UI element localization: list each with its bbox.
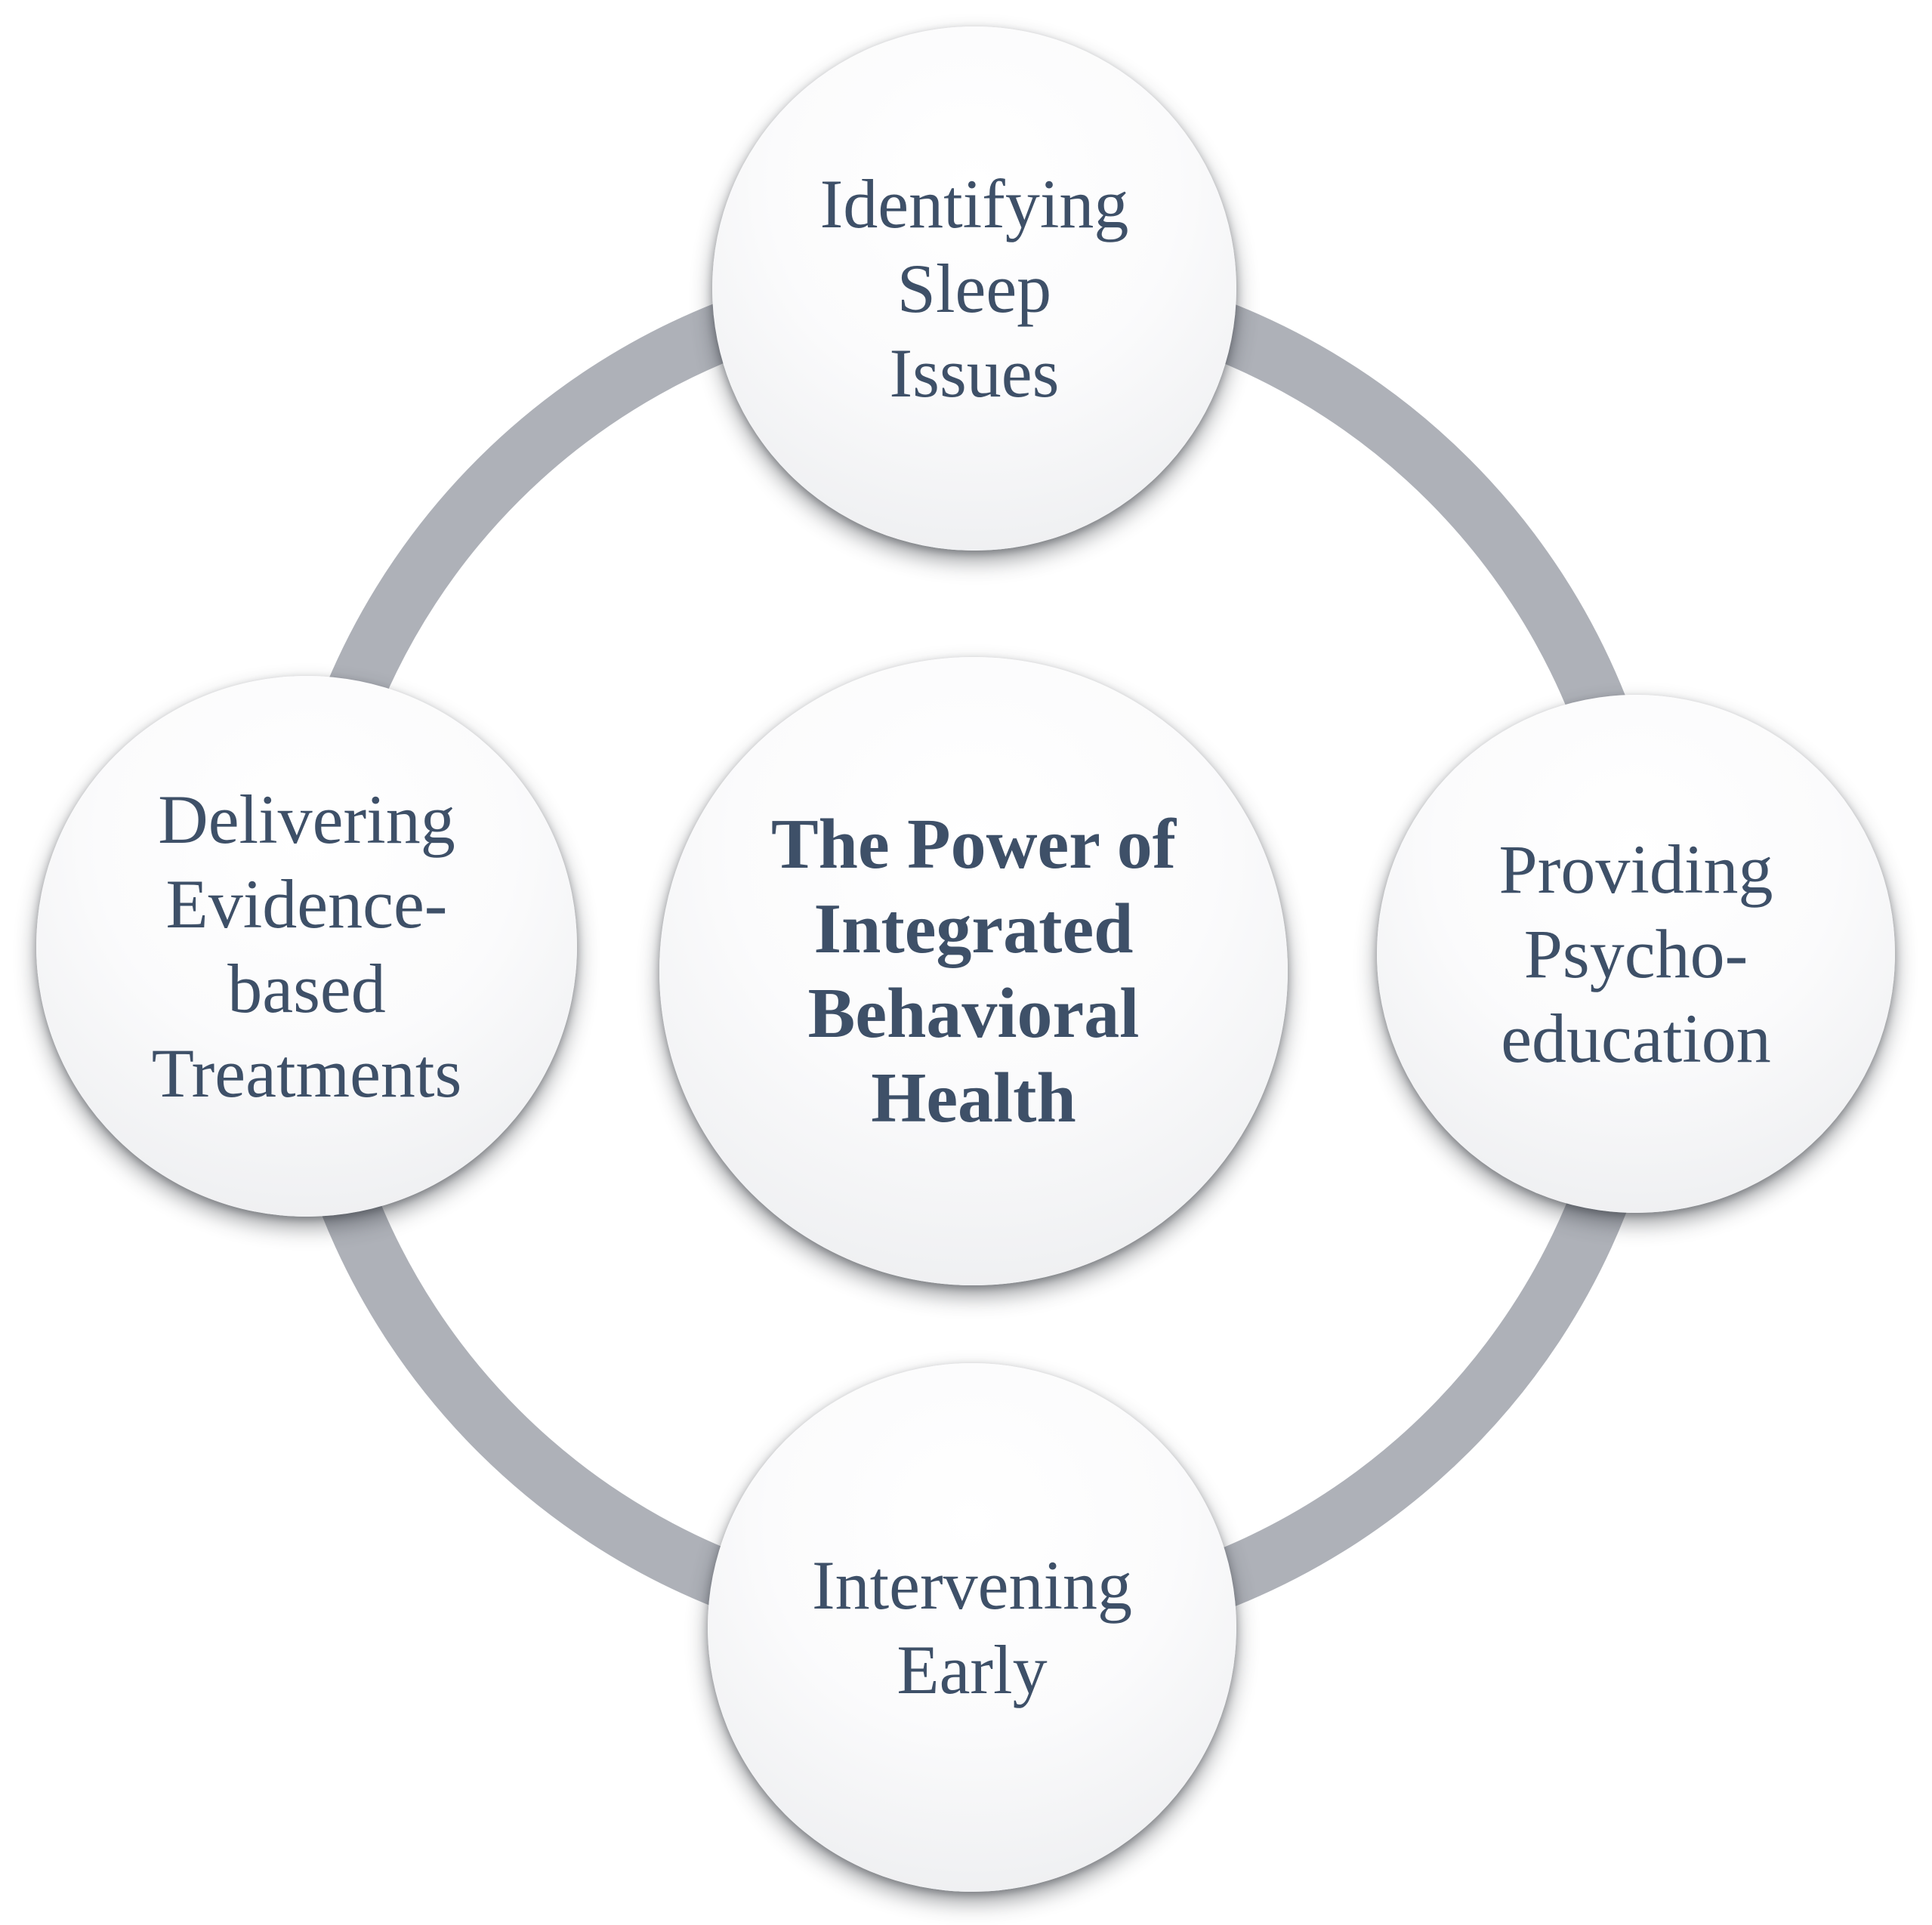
node-label-line: Intervening	[811, 1547, 1133, 1624]
center-label: The Power of Integrated Behavioral Healt…	[771, 802, 1176, 1140]
node-intervening-early: Intervening Early	[708, 1363, 1236, 1892]
node-label-line: Early	[897, 1631, 1048, 1708]
node-label-line: Issues	[889, 335, 1060, 412]
center-label-line: Health	[871, 1059, 1076, 1137]
node-label: Providing Psycho- education	[1499, 827, 1773, 1081]
node-label-line: Psycho-	[1523, 915, 1748, 992]
center-label-line: The Power of	[770, 805, 1177, 884]
node-providing-psychoeducation: Providing Psycho- education	[1377, 695, 1895, 1213]
node-identifying-sleep-issues: Identifying Sleep Issues	[712, 26, 1236, 551]
node-label-line: Providing	[1498, 831, 1773, 908]
center-label-line: Integrated	[813, 890, 1134, 968]
node-label-line: Treatments	[151, 1035, 462, 1112]
node-label-line: Evidence-	[165, 865, 448, 942]
node-label: Delivering Evidence- based Treatments	[152, 777, 462, 1115]
node-label-line: based	[227, 950, 386, 1027]
node-label: Intervening Early	[812, 1543, 1132, 1712]
node-label-line: Identifying	[819, 165, 1129, 242]
node-label: Identifying Sleep Issues	[820, 162, 1129, 415]
node-label-line: Delivering	[158, 781, 455, 858]
node-label-line: Sleep	[897, 250, 1052, 327]
center-node-integrated-behavioral-health: The Power of Integrated Behavioral Healt…	[659, 657, 1288, 1285]
node-label-line: education	[1501, 1000, 1771, 1077]
node-delivering-evidence-based-treatments: Delivering Evidence- based Treatments	[36, 676, 577, 1217]
center-label-line: Behavioral	[807, 974, 1140, 1053]
